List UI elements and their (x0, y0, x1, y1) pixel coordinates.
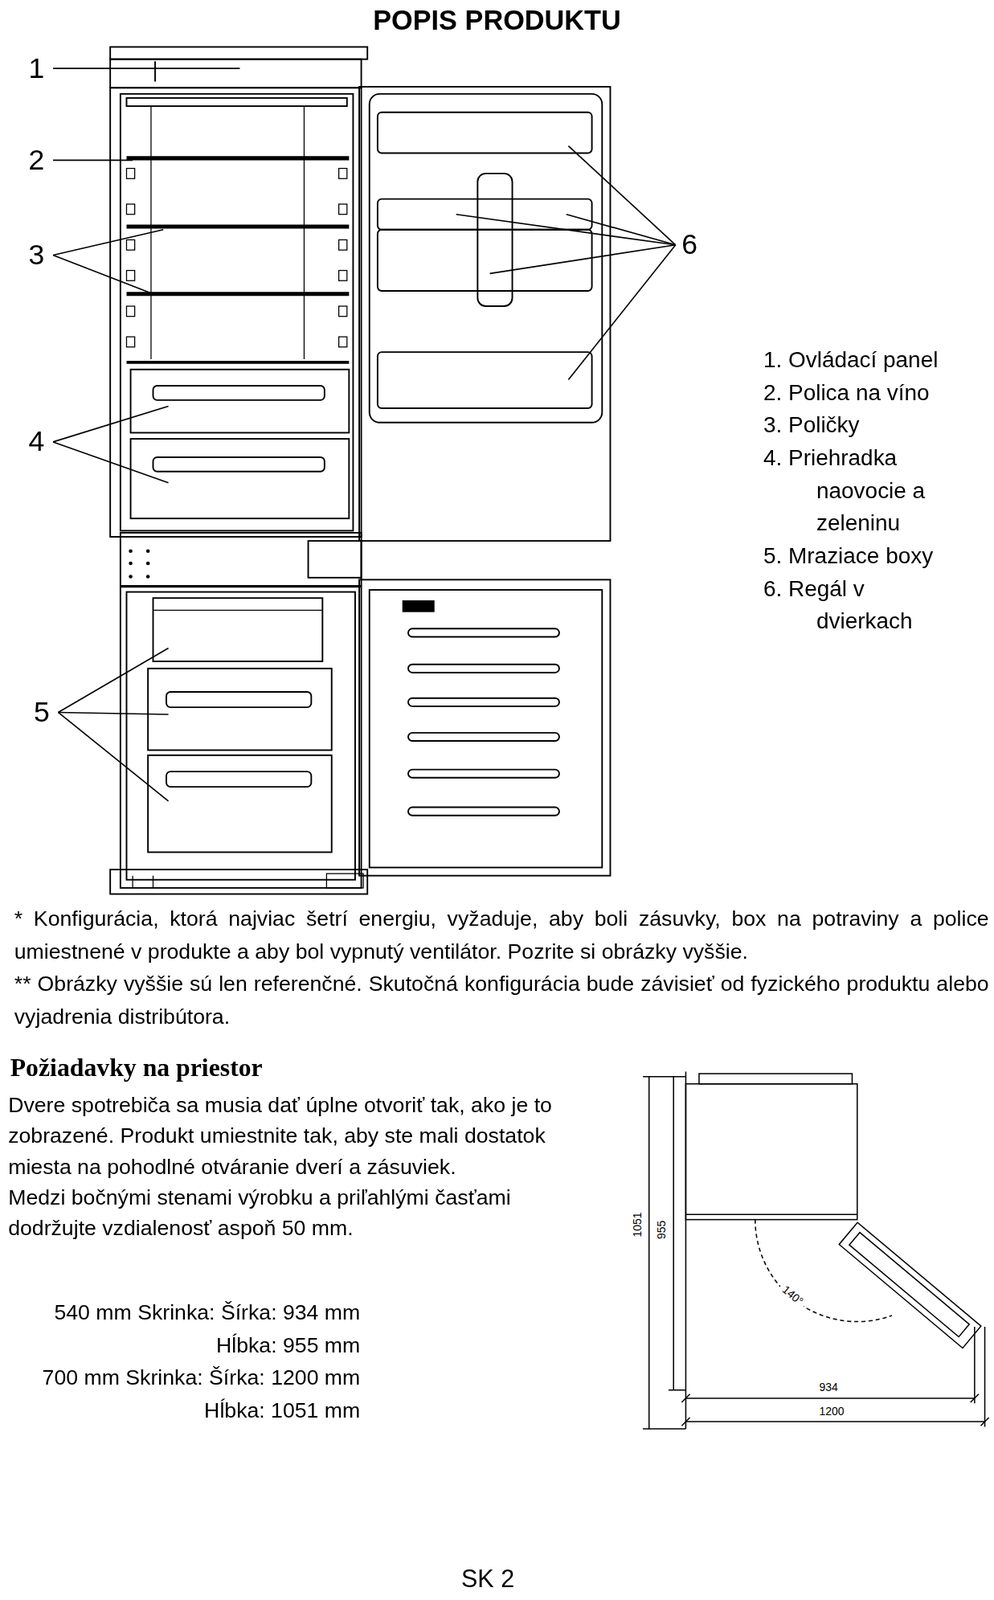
callout-number: 6 (681, 227, 698, 262)
parts-list: 1. Ovládací panel2. Polica na víno3. Pol… (763, 343, 954, 639)
dimension-value: 955 (654, 1214, 669, 1245)
callout-number: 5 (33, 695, 50, 730)
notes-block: * Konfigurácia, ktorá najviac šetrí ener… (14, 902, 990, 1034)
requirements-block: Dvere spotrebiča sa musia dať úplne otvo… (8, 1089, 595, 1244)
dimension-text: 540 mm Skrinka: Šírka: 934 mm (0, 1296, 360, 1330)
dimension-list: 540 mm Skrinka: Šírka: 934 mmHĺbka: 955 … (0, 1296, 360, 1428)
page-number: SK 2 (437, 1563, 540, 1595)
dimension-text: 700 mm Skrinka: Šírka: 1200 mm (0, 1361, 360, 1395)
callout-number: 4 (28, 424, 45, 459)
callout-number: 3 (28, 237, 45, 273)
dimension-value: 1051 (629, 1209, 645, 1240)
leader-lines (53, 68, 676, 802)
dimension-text: Hĺbka: 955 mm (0, 1329, 360, 1363)
callout-number: 1 (28, 51, 45, 86)
section-heading: Požiadavky na priestor (10, 1051, 263, 1084)
part-name: 4. Priehradka naovocie a zeleninu (763, 441, 954, 540)
part-name: 3. Poličky (763, 409, 954, 442)
page-title: POPIS PRODUKTU (0, 4, 994, 37)
part-name: 5. Mraziace boxy (763, 539, 954, 573)
body-text: Medzi bočnými stenami výrobku a priľahlý… (8, 1182, 595, 1244)
angle-value: 140° (776, 1280, 810, 1311)
dimension-value: 1200 (816, 1404, 847, 1420)
callout-number: 2 (28, 143, 45, 178)
body-text: Dvere spotrebiča sa musia dať úplne otvo… (8, 1089, 595, 1182)
note-text: ** Obrázky vyššie sú len referenčné. Sku… (14, 967, 990, 1033)
part-name: 1. Ovládací panel (763, 343, 954, 377)
part-name: 2. Polica na víno (763, 376, 954, 410)
plan-drawing (642, 1071, 990, 1430)
dimension-value: 934 (813, 1379, 844, 1395)
part-name: 6. Regál v dvierkach (763, 572, 954, 638)
dimension-text: Hĺbka: 1051 mm (0, 1394, 360, 1428)
note-text: * Konfigurácia, ktorá najviac šetrí ener… (14, 902, 990, 968)
